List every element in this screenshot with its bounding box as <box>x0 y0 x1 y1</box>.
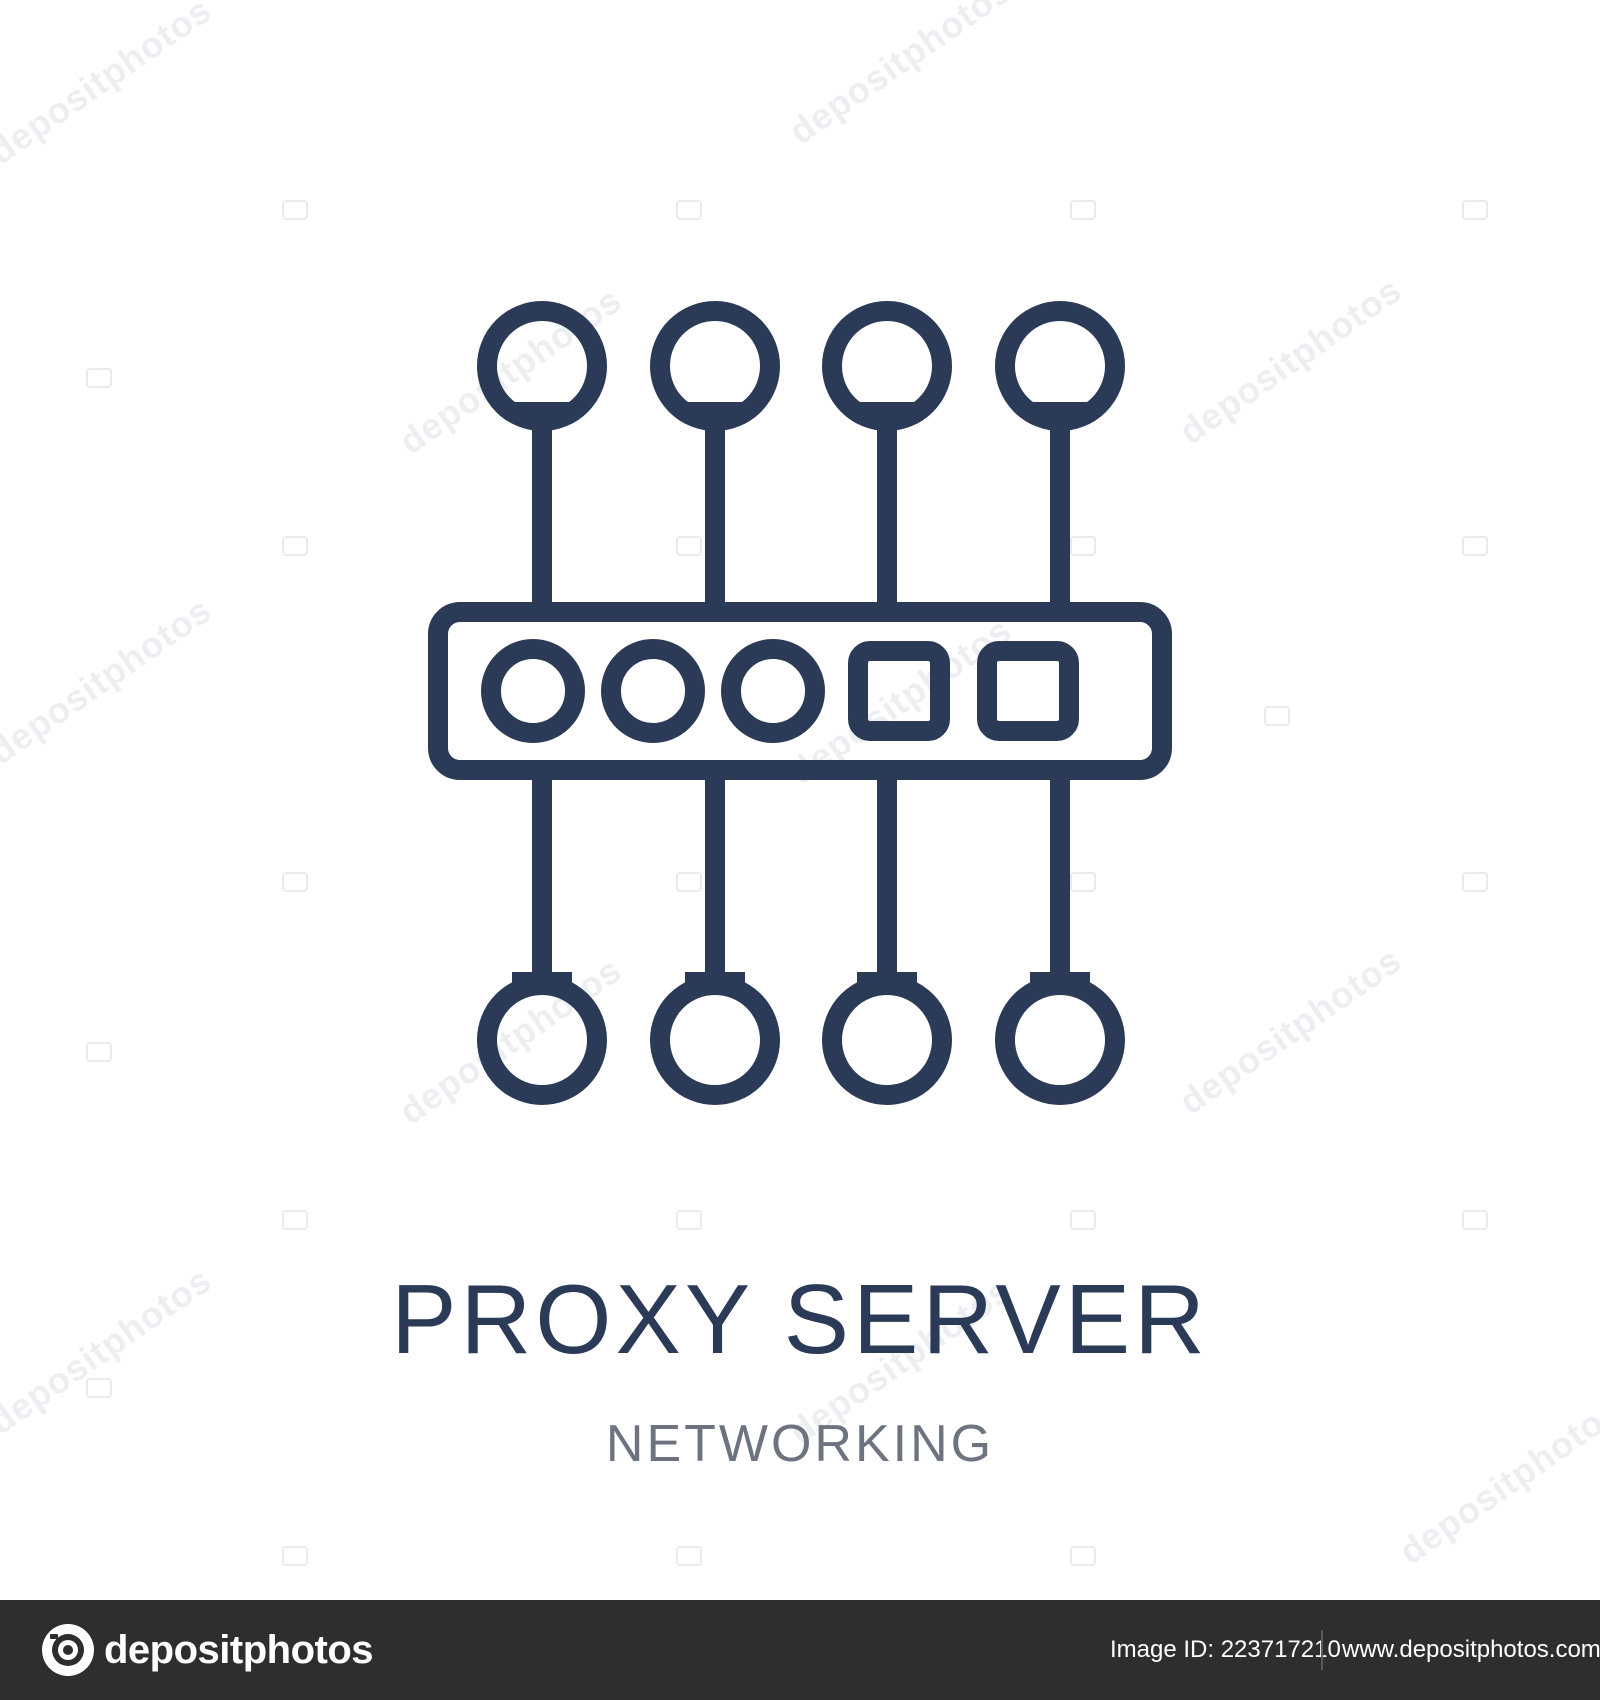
watermark-camera-icon <box>676 1210 702 1230</box>
watermark-camera-icon <box>676 1546 702 1566</box>
watermark-camera-icon <box>676 200 702 220</box>
watermark-camera-icon <box>1070 200 1096 220</box>
proxy-server-icon-svg <box>428 301 1172 1105</box>
watermark-text: depositphotos <box>1171 938 1409 1123</box>
icon-title: PROXY SERVER <box>391 1264 1209 1374</box>
server-body-icon <box>428 602 1172 780</box>
watermark-camera-icon <box>1462 200 1488 220</box>
icon-category: NETWORKING <box>605 1415 995 1473</box>
watermark-camera-icon <box>282 536 308 556</box>
watermark-camera-icon <box>1462 1210 1488 1230</box>
footer-divider <box>1321 1630 1323 1670</box>
watermark-text: depositphotos <box>0 0 219 173</box>
watermark-camera-icon <box>1462 872 1488 892</box>
stock-footer-bar: depositphotos Image ID: 223717210 www.de… <box>0 1600 1600 1700</box>
port-round-icon <box>721 639 825 743</box>
watermark-camera-icon <box>282 200 308 220</box>
bottom-node-icon <box>995 975 1125 1105</box>
watermark-camera-icon <box>1070 1210 1096 1230</box>
image-id-text: Image ID: 223717210 <box>1110 1636 1341 1663</box>
port-round-icon <box>481 639 585 743</box>
brand-logo[interactable]: depositphotos <box>40 1622 374 1678</box>
watermark-camera-icon <box>1264 706 1290 726</box>
proxy-server-icon <box>420 290 1180 1130</box>
port-square-icon <box>848 641 950 741</box>
watermark-text: depositphotos <box>0 588 219 773</box>
watermark-camera-icon <box>282 872 308 892</box>
camera-logo-icon <box>42 1624 94 1676</box>
stock-image-canvas: depositphotos depositphotos depositphoto… <box>0 0 1600 1573</box>
watermark-text: depositphotos <box>1171 268 1409 453</box>
watermark-camera-icon <box>86 368 112 388</box>
bottom-node-icon <box>477 975 607 1105</box>
watermark-camera-icon <box>282 1546 308 1566</box>
watermark-text: depositphotos <box>781 0 1019 153</box>
watermark-camera-icon <box>1462 536 1488 556</box>
port-round-icon <box>601 639 705 743</box>
bottom-node-icon <box>650 975 780 1105</box>
site-url-link[interactable]: www.depositphotos.com <box>1342 1636 1600 1663</box>
bottom-node-icon <box>822 975 952 1105</box>
watermark-camera-icon <box>1070 1546 1096 1566</box>
brand-name: depositphotos <box>104 1627 374 1672</box>
watermark-text: depositphotos <box>1391 1388 1600 1573</box>
watermark-camera-icon <box>282 1210 308 1230</box>
watermark-camera-icon <box>86 1378 112 1398</box>
port-square-icon <box>977 641 1079 741</box>
watermark-camera-icon <box>86 1042 112 1062</box>
